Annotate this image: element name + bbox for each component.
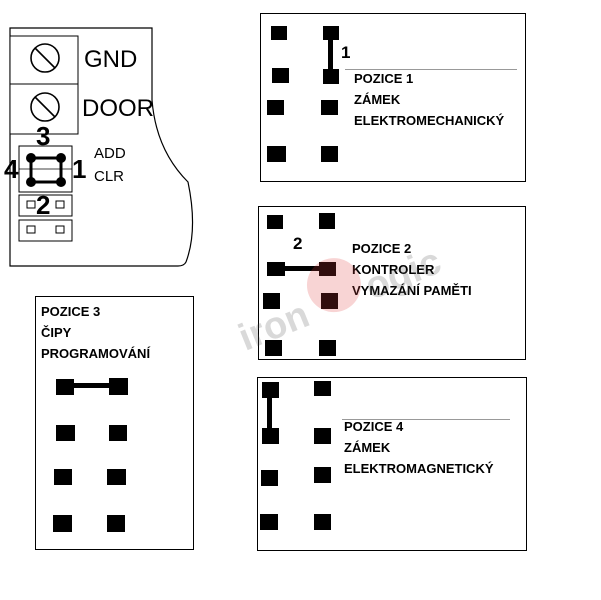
divider [342,419,510,420]
panel-title: POZICE 3 [41,304,101,319]
panel-pozice-3: POZICE 3 ČIPY PROGRAMOVÁNÍ [35,296,194,550]
jumper-pins-icon [26,153,66,187]
pin-number-left: 4 [4,154,19,184]
door-screw-icon [30,92,60,122]
jumper-number: 2 [293,234,303,253]
panel-line: ELEKTROMECHANICKÝ [354,113,505,128]
pad [267,215,283,229]
pad [263,293,280,309]
gnd-label: GND [84,46,138,73]
pad [261,470,278,486]
jumper-bar [328,26,333,84]
pad [109,378,128,395]
pad [319,340,336,356]
panel-line: ZÁMEK [344,440,391,455]
panel-pozice-2: 2 POZICE 2 KONTROLER VYMAZÁNÍ PAMĚTI [258,206,526,360]
clr-label: CLR [94,168,125,185]
pad [107,515,125,532]
pad [314,381,331,396]
pad [271,26,287,40]
panel-title: POZICE 1 [354,71,414,86]
pad [262,428,279,444]
pad [109,425,127,441]
panel-line: ELEKTROMAGNETICKÝ [344,461,494,476]
pad [107,469,126,485]
board-outline [9,27,194,267]
panel-line: VYMAZÁNÍ PAMĚTI [352,283,472,298]
pad [54,469,72,485]
jumper-bar [273,266,333,271]
panel-title: POZICE 2 [352,241,412,256]
pin-number-right: 1 [72,154,87,184]
panel-pozice-4: POZICE 4 ZÁMEK ELEKTROMAGNETICKÝ [257,377,527,551]
pad [265,340,282,356]
door-label: DOOR [82,95,154,122]
pad [272,68,289,83]
pad [321,100,338,115]
panel-line: ZÁMEK [354,92,401,107]
jumper-bar [267,386,272,442]
pad [267,146,286,162]
gnd-screw-icon [30,43,60,73]
pad [314,514,331,530]
panel-line: ČIPY [41,325,72,340]
pad [319,213,335,229]
jumper-bar [66,383,118,388]
pad [321,293,338,309]
jumper-number: 1 [341,43,351,62]
pad [323,69,339,84]
pad [314,467,331,483]
pad [56,425,75,441]
pad [321,146,338,162]
panel-line: KONTROLER [352,262,435,277]
panel-title: POZICE 4 [344,419,404,434]
pad [267,100,284,115]
pad [53,515,72,532]
panel-line: PROGRAMOVÁNÍ [41,346,151,361]
pin-number-top: 3 [36,121,51,151]
add-label: ADD [94,145,126,162]
pin-number-bottom: 2 [36,190,51,220]
pad [314,428,331,444]
divider [345,69,517,70]
pad [260,514,278,530]
panel-pozice-1: 1 POZICE 1 ZÁMEK ELEKTROMECHANICKÝ [260,13,526,182]
